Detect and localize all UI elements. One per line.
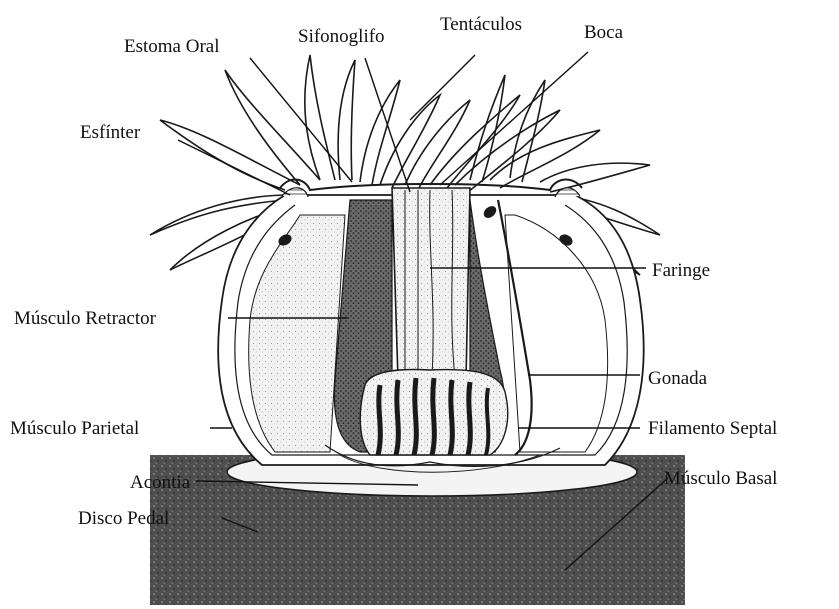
label-musculo-parietal: Músculo Parietal	[10, 418, 139, 439]
label-tentaculos: Tentáculos	[440, 14, 522, 35]
label-gonada: Gonada	[648, 368, 708, 389]
leader-sifonoglifo	[365, 58, 410, 192]
label-boca: Boca	[584, 22, 624, 43]
leader-esfinter	[178, 140, 290, 195]
label-disco-pedal: Disco Pedal	[78, 508, 169, 529]
label-acontia: Acontia	[130, 472, 191, 493]
leader-boca	[440, 52, 588, 185]
label-estoma-oral: Estoma Oral	[124, 36, 220, 57]
label-sifonoglifo: Sifonoglifo	[298, 26, 385, 47]
label-musculo-retractor: Músculo Retractor	[14, 308, 157, 329]
label-esfinter: Esfínter	[80, 122, 141, 143]
label-faringe: Faringe	[652, 260, 710, 281]
label-filamento-septal: Filamento Septal	[648, 418, 777, 439]
label-musculo-basal: Músculo Basal	[664, 468, 777, 489]
pharynx	[392, 188, 470, 380]
